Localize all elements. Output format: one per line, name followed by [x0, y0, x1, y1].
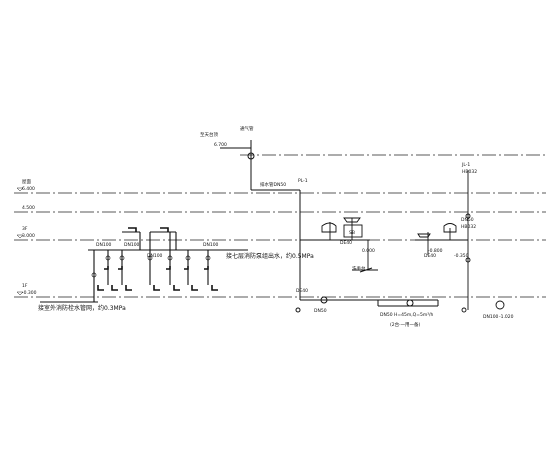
pipe-size-label: DN100: [147, 253, 163, 259]
level-label: 0.000: [362, 248, 375, 254]
pump-note-2: (2台·一用一备): [390, 321, 421, 328]
level-label: -0.350: [454, 253, 469, 259]
level-label: HB032: [461, 224, 476, 230]
toilet-icon: [321, 222, 337, 233]
hydrant-head: [173, 285, 180, 291]
hydrant-head: [97, 285, 104, 291]
fixture-group-right: [415, 170, 505, 313]
valve-icon: [465, 257, 471, 263]
level-marker-3: [16, 234, 24, 239]
valve-circles: [91, 255, 211, 278]
hydrant-head: [184, 266, 189, 270]
bottom-dn-label: DN100: [483, 314, 499, 320]
level-4-value: 4.500: [22, 205, 35, 211]
valve-icon: [461, 307, 467, 313]
wash-note: 洗手台: [352, 265, 366, 272]
valve-icon: [105, 255, 111, 261]
valve-icon: [167, 255, 173, 261]
hydrant-head: [104, 266, 109, 270]
level-label: DE40: [340, 240, 352, 246]
hydrant-head: [118, 266, 123, 270]
pipe-size-label: DN100: [124, 242, 140, 248]
hydrant-head: [160, 227, 169, 232]
pipe-size-label: DN100: [96, 242, 112, 248]
pipe-size-label: DN100: [203, 242, 219, 248]
hydrant-head: [125, 285, 132, 291]
pump-icon: [320, 296, 328, 304]
vent-note-label: 至天台顶: [200, 131, 218, 138]
level-label: DN50: [461, 217, 474, 223]
pump-line: [295, 267, 439, 313]
level-label: DE40: [424, 253, 436, 259]
valve-icon: [119, 255, 125, 261]
level-3-label: 3F: [22, 226, 28, 232]
valve-icon: [465, 213, 471, 219]
valve-icon: [147, 255, 153, 261]
level-roof-value: 6.400: [22, 186, 35, 192]
level-1-value: -0.300: [22, 290, 37, 296]
vent-pipe-label: 通气管: [240, 125, 254, 132]
tank-label: SB: [349, 230, 355, 236]
hydrant-head: [204, 266, 209, 270]
valve-icon: [91, 272, 97, 278]
vent-level-label: 6.700: [214, 142, 227, 148]
water-tank-icon: [343, 224, 363, 238]
hydrant-head: [153, 285, 160, 291]
level-marker-1: [16, 291, 24, 296]
hydrant-head: [111, 285, 118, 291]
left-dn-label: DN50: [314, 308, 327, 314]
level-labels: 屋面 6.400 4.500 3F 3.000 1F -0.300: [16, 179, 37, 296]
vent-cap-icon: [247, 152, 255, 160]
valve-icon: [295, 307, 301, 313]
hydrant-head: [211, 285, 218, 291]
hydrant-heads: [97, 227, 218, 291]
hydrant-head: [166, 266, 171, 270]
valve-icon: [205, 255, 211, 261]
pump-note: DN50 H=45m,Q=5m³/h: [380, 312, 434, 318]
level-label: -0.800: [428, 248, 443, 254]
hydrant-head: [128, 227, 137, 232]
bottom-dn-value: -1.020: [499, 314, 514, 320]
upper-supply-note: 接七层消防泵组出水，约0.5MPa: [226, 252, 314, 260]
hydrant-head: [191, 285, 198, 291]
level-marker-roof: [16, 187, 24, 192]
basin-icon: [417, 233, 431, 238]
bottom-supply-note: 接室外消防栓水管网，约0.3MPa: [38, 304, 126, 312]
pl1-label: PL-1: [298, 178, 308, 184]
floor-lines: [14, 154, 546, 298]
vent-riser: [220, 140, 301, 300]
level-1-label: 1F: [22, 283, 28, 289]
drain-pipe-note: 排水管DN50: [260, 181, 286, 188]
toilet-icon: [443, 223, 457, 233]
level-label: DE40: [296, 288, 308, 294]
basin-icon: [343, 217, 361, 223]
jl1-label: JL-1: [461, 162, 470, 168]
level-roof-label: 屋面: [22, 179, 31, 185]
fixture-group-middle: [300, 217, 378, 271]
pump-icon: [406, 299, 414, 307]
valve-icon: [185, 255, 191, 261]
meter-icon: [495, 300, 505, 310]
level-3-value: 3.000: [22, 233, 35, 239]
jl1-level: HB032: [462, 169, 477, 175]
